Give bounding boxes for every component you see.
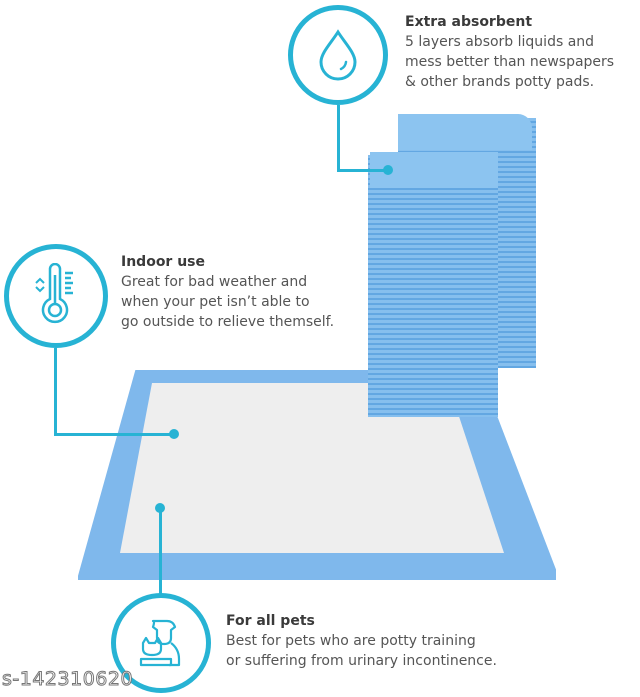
water-drop-icon <box>319 29 357 81</box>
connector-line <box>337 169 389 172</box>
thermometer-icon <box>35 263 73 324</box>
feature-title: For all pets <box>226 613 315 629</box>
water-drop-icon-badge <box>288 5 388 105</box>
feature-description-line: & other brands potty pads. <box>405 74 595 90</box>
feature-title: Extra absorbent <box>405 14 533 30</box>
thermometer-icon-badge <box>4 244 108 348</box>
connector-dot <box>169 429 179 439</box>
feature-description-line: when your pet isn’t able to <box>121 294 310 310</box>
dog-and-cat-icon <box>139 619 181 667</box>
feature-for-all-pets: For all pets Best for pets who are potty… <box>226 611 497 671</box>
connector-line <box>159 508 162 596</box>
feature-description-line: or suffering from urinary incontinence. <box>226 653 497 669</box>
connector-line <box>337 105 340 171</box>
pad-stack-back-top <box>398 114 532 150</box>
pad-stack-front <box>368 155 498 417</box>
feature-description-line: Best for pets who are potty training <box>226 633 476 649</box>
watermark-id: s-142310620 <box>1 668 134 691</box>
connector-line <box>54 348 57 436</box>
connector-line <box>54 433 174 436</box>
feature-title: Indoor use <box>121 254 206 270</box>
dog-and-cat-icon-badge <box>111 593 211 693</box>
feature-description-line: go outside to relieve themself. <box>121 314 335 330</box>
feature-indoor-use: Indoor use Great for bad weather and whe… <box>121 252 334 332</box>
feature-description-line: Great for bad weather and <box>121 274 308 290</box>
feature-description-line: 5 layers absorb liquids and <box>405 34 595 50</box>
connector-dot <box>383 165 393 175</box>
feature-description-line: mess better than newspapers <box>405 54 615 70</box>
feature-extra-absorbent: Extra absorbent 5 layers absorb liquids … <box>405 12 614 92</box>
